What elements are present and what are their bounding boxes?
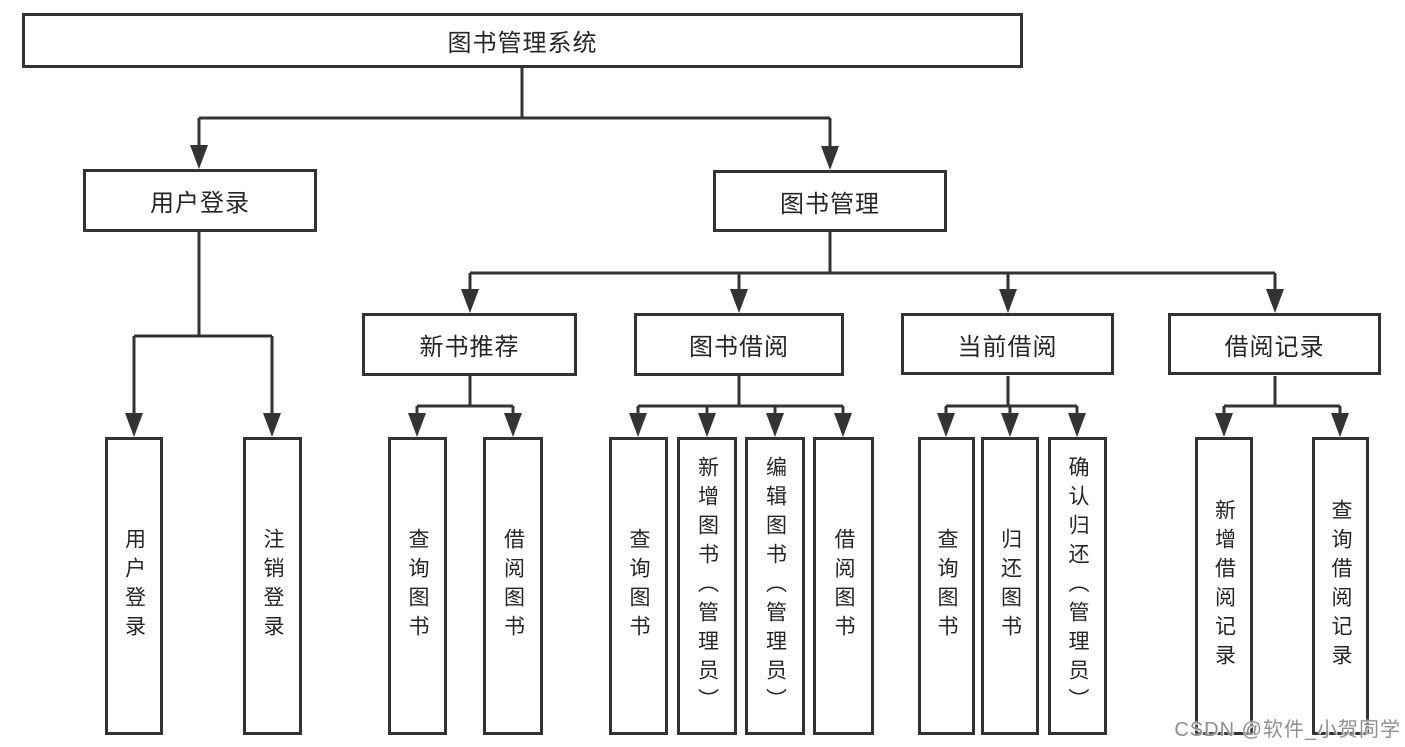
leaf-label: 用户登录 — [122, 528, 146, 644]
arrow-down-icon — [999, 289, 1017, 313]
leaf-label: 编辑图书（管理员） — [763, 455, 787, 717]
arrow-down-icon — [190, 145, 208, 169]
arrow-down-icon — [504, 413, 522, 437]
node-leaf-user-login: 用户登录 — [105, 437, 163, 735]
node-leaf-add-borrow-record: 新增借阅记录 — [1195, 437, 1253, 735]
node-library-management-system: 图书管理系统 — [22, 13, 1023, 68]
arrow-down-icon — [461, 289, 479, 313]
node-leaf-confirm-return-admin: 确认归还（管理员） — [1048, 437, 1107, 735]
arrow-down-icon — [1266, 289, 1284, 313]
arrow-down-icon — [730, 289, 748, 313]
node-leaf-query-books-recommend: 查询图书 — [388, 437, 447, 735]
node-leaf-edit-books-admin: 编辑图书（管理员） — [745, 437, 805, 735]
leaf-label: 借阅图书 — [501, 528, 525, 644]
node-book-borrowing: 图书借阅 — [634, 313, 844, 376]
arrow-down-icon — [821, 146, 839, 170]
leaf-label: 查询借阅记录 — [1329, 499, 1353, 673]
arrow-down-icon — [1331, 413, 1349, 437]
node-leaf-return-books: 归还图书 — [981, 437, 1039, 735]
node-user-login: 用户登录 — [83, 169, 317, 232]
leaf-label: 查询图书 — [935, 528, 959, 644]
node-borrowing-records: 借阅记录 — [1168, 313, 1381, 375]
leaf-label: 归还图书 — [998, 528, 1022, 644]
arrow-down-icon — [834, 413, 852, 437]
arrow-down-icon — [1001, 413, 1019, 437]
arrow-down-icon — [408, 413, 426, 437]
arrow-down-icon — [937, 413, 955, 437]
leaf-label: 确认归还（管理员） — [1066, 455, 1090, 717]
arrow-down-icon — [766, 413, 784, 437]
node-leaf-logout: 注销登录 — [243, 437, 302, 735]
node-leaf-query-borrow-record: 查询借阅记录 — [1312, 437, 1369, 735]
leaf-label: 查询图书 — [627, 528, 651, 644]
leaf-label: 新增借阅记录 — [1212, 499, 1236, 673]
leaf-label: 查询图书 — [406, 528, 430, 644]
node-leaf-borrow-books: 借阅图书 — [813, 437, 874, 735]
leaf-label: 新增图书（管理员） — [695, 455, 719, 717]
arrow-down-icon — [698, 413, 716, 437]
csdn-watermark: CSDN @软件_小贺同学 — [1174, 719, 1401, 741]
arrow-down-icon — [1068, 413, 1086, 437]
arrow-down-icon — [629, 413, 647, 437]
leaf-label: 借阅图书 — [832, 528, 856, 644]
node-leaf-add-books-admin: 新增图书（管理员） — [677, 437, 737, 735]
node-book-management: 图书管理 — [713, 170, 947, 232]
leaf-label: 注销登录 — [261, 528, 285, 644]
node-new-book-recommendation: 新书推荐 — [362, 313, 577, 376]
node-leaf-query-books-current: 查询图书 — [918, 437, 975, 735]
node-leaf-borrow-books-recommend: 借阅图书 — [483, 437, 543, 735]
arrow-down-icon — [1215, 413, 1233, 437]
arrow-down-icon — [125, 413, 143, 437]
node-current-borrowing: 当前借阅 — [901, 313, 1114, 375]
node-leaf-query-books-borrowing: 查询图书 — [609, 437, 668, 735]
arrow-down-icon — [263, 413, 281, 437]
